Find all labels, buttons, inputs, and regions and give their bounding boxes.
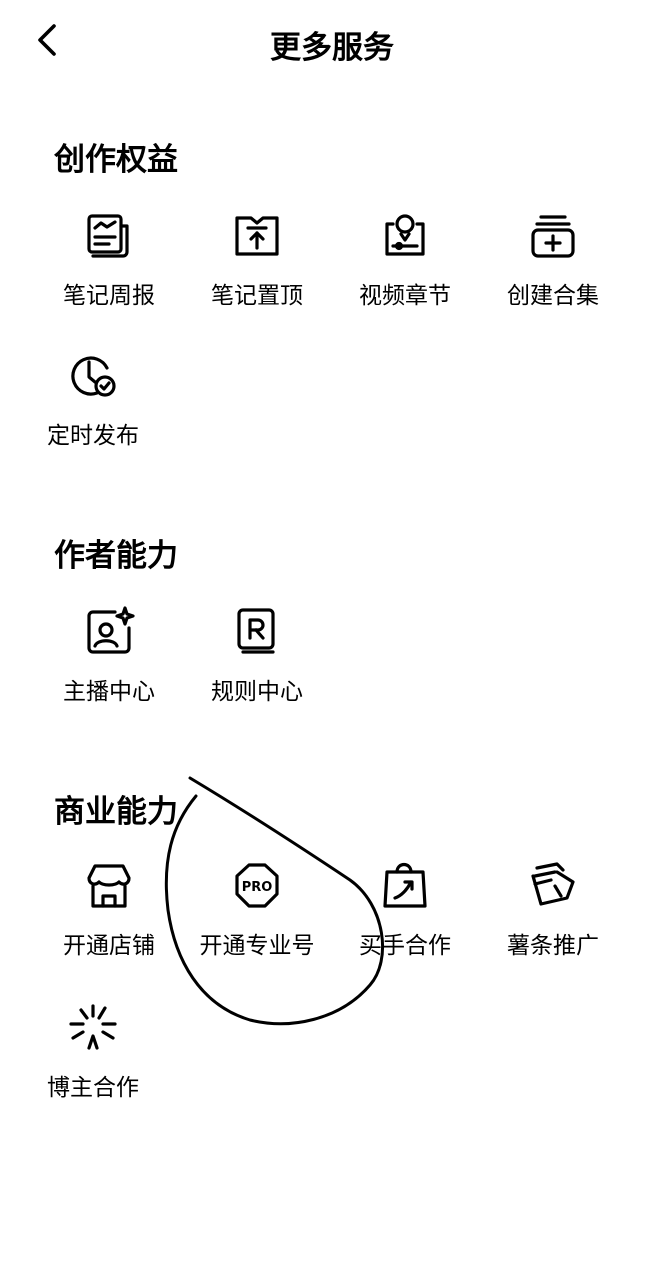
section-title-creation: 创作权益 [54,142,178,178]
section-title-author: 作者能力 [54,538,178,574]
service-blogger-cooperation[interactable]: 博主合作 [18,1002,168,1102]
shopping-bag-icon [383,862,427,908]
header: 更多服务 [0,0,664,84]
service-label: 薯条推广 [507,933,599,959]
service-fries-promotion[interactable]: 薯条推广 [478,860,628,960]
service-label: 开通专业号 [199,933,315,959]
clock-check-icon [71,356,116,397]
page-title: 更多服务 [270,30,394,66]
sparkle-burst-icon [69,1004,117,1050]
service-label: 视频章节 [359,283,451,309]
service-scheduled-publish[interactable]: 定时发布 [18,350,168,450]
service-label: 主播中心 [63,679,155,705]
pin-top-icon [235,216,279,256]
video-chapter-icon [385,214,425,256]
section-title-business: 商业能力 [54,794,178,830]
service-label: 博主合作 [47,1075,139,1101]
collection-add-icon [531,215,575,258]
service-video-chapter[interactable]: 视频章节 [330,210,480,310]
service-streamer-center[interactable]: 主播中心 [34,606,184,706]
rules-book-icon [237,608,275,654]
service-label: 定时发布 [47,423,139,449]
chevron-left-icon [38,24,56,56]
pro-badge-icon: PRO [235,863,279,908]
service-open-pro-account[interactable]: PRO 开通专业号 [182,860,332,960]
service-label: 笔记置顶 [211,283,303,309]
service-buyer-cooperation[interactable]: 买手合作 [330,860,480,960]
service-label: 创建合集 [507,283,599,309]
back-button[interactable] [30,20,66,60]
service-rules-center[interactable]: 规则中心 [182,606,332,706]
service-open-store[interactable]: 开通店铺 [34,860,184,960]
service-label: 买手合作 [359,933,451,959]
service-label: 规则中心 [211,679,303,705]
service-pin-top[interactable]: 笔记置顶 [182,210,332,310]
service-create-collection[interactable]: 创建合集 [478,210,628,310]
weekly-report-icon [87,214,129,258]
service-label: 笔记周报 [63,283,155,309]
streamer-icon [87,606,135,654]
pro-badge-text: PRO [242,880,273,895]
store-icon [87,864,131,908]
service-weekly-report[interactable]: 笔记周报 [34,210,184,310]
service-label: 开通店铺 [63,933,155,959]
fries-icon [531,862,575,906]
